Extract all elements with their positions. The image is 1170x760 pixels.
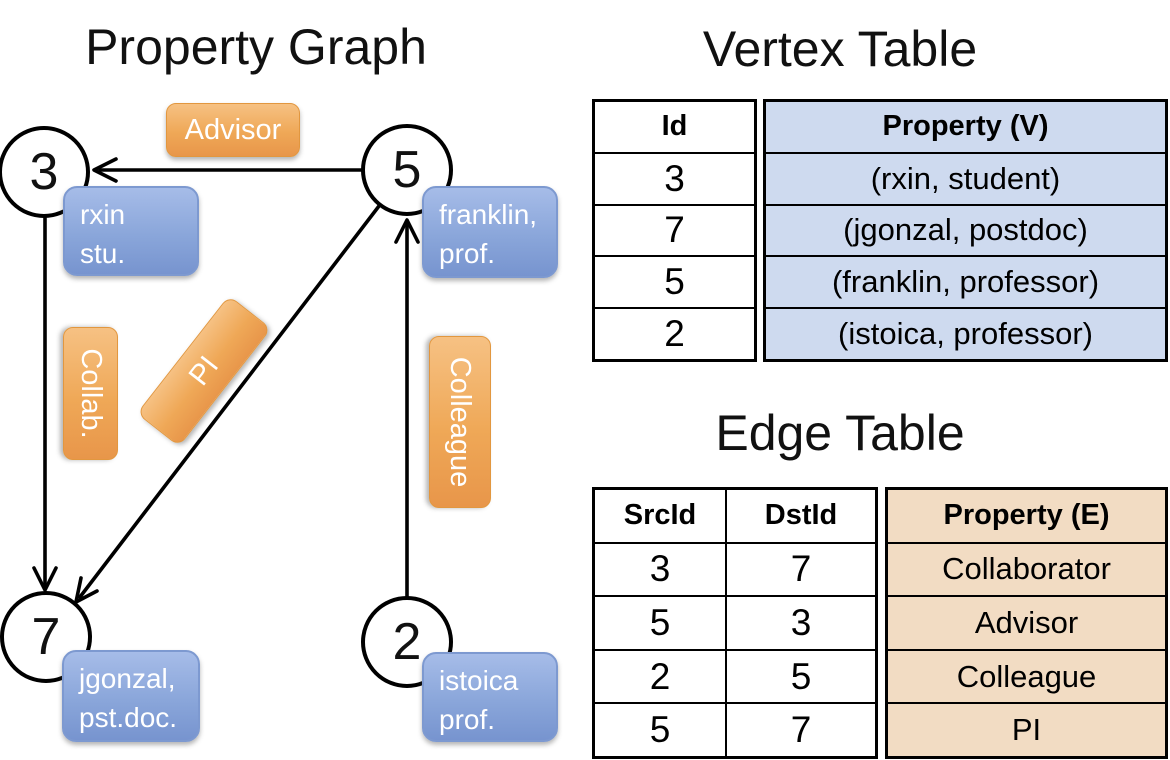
edge-dstid-column: DstId 7 3 5 7	[725, 490, 875, 756]
edge-table-property-column: Property (E) Collaborator Advisor Collea…	[885, 487, 1168, 759]
vertex-attr-box-5: franklin, prof.	[422, 186, 558, 278]
vertex-attr-line1: istoica	[439, 665, 519, 696]
vertex-attr-line2: prof.	[439, 703, 496, 735]
edge-label-collab: Collab.	[63, 327, 118, 460]
edge-srcid-cell: 5	[595, 595, 725, 649]
edge-3-7	[32, 216, 58, 592]
vertex-property-header: Property (V)	[882, 110, 1049, 143]
edge-srcid-cell: 2	[595, 648, 725, 703]
edge-dstid-header: DstId	[764, 499, 838, 532]
edge-property-cell: Collaborator	[888, 541, 1165, 596]
edge-dstid-cell: 7	[727, 702, 875, 756]
vertex-attr-box-2: istoica prof.	[422, 652, 558, 742]
node-id-label: 3	[29, 143, 59, 201]
vertex-id-cell: 5	[595, 255, 754, 307]
edge-srcid-cell: 5	[595, 702, 725, 756]
node-id-label: 5	[392, 141, 422, 199]
edge-table-title: Edge Table	[715, 405, 965, 461]
edge-property-cell: PI	[888, 702, 1165, 756]
vertex-attr-box-7: jgonzal, pst.doc.	[62, 650, 200, 742]
edge-2-5	[394, 218, 420, 599]
vertex-attr-box-3: rxin stu.	[63, 186, 199, 276]
vertex-property-cell: (istoica, professor)	[766, 307, 1165, 359]
edge-5-3	[92, 157, 363, 183]
node-id-label: 2	[392, 613, 422, 671]
vertex-property-cell: (jgonzal, postdoc)	[766, 203, 1165, 256]
edge-dstid-cell: 3	[727, 595, 875, 649]
vertex-attr-line2: stu.	[80, 237, 126, 269]
vertex-id-cell: 3	[595, 151, 754, 204]
graph-edges-canvas	[32, 157, 420, 604]
vertex-table-title: Vertex Table	[702, 21, 978, 77]
edge-srcid-column: SrcId 3 5 2 5	[595, 490, 725, 756]
edge-dstid-cell: 5	[727, 648, 875, 703]
graph-title: Property Graph	[85, 19, 427, 75]
vertex-table-property-column: Property (V) (rxin, student) (jgonzal, p…	[763, 99, 1168, 362]
edge-property-cell: Advisor	[888, 595, 1165, 649]
vertex-attr-line2: pst.doc.	[79, 701, 178, 733]
node-id-label: 7	[31, 608, 61, 666]
vertex-attr-line1: rxin	[80, 199, 126, 230]
edge-srcid-header: SrcId	[623, 499, 697, 532]
vertex-id-cell: 2	[595, 307, 754, 359]
edge-table-id-columns: SrcId 3 5 2 5 DstId 7 3 5 7	[592, 487, 878, 759]
edge-property-header: Property (E)	[943, 499, 1110, 532]
graph-node-2: 2	[361, 596, 453, 688]
edge-srcid-cell: 3	[595, 541, 725, 596]
vertex-property-cell: (franklin, professor)	[766, 255, 1165, 307]
vertex-id-cell: 7	[595, 203, 754, 256]
edge-label-advisor: Advisor	[166, 103, 300, 157]
edge-dstid-cell: 7	[727, 541, 875, 596]
vertex-id-header: Id	[661, 110, 688, 143]
edge-property-cell: Colleague	[888, 648, 1165, 703]
vertex-table-id-column: Id 3 7 5 2	[592, 99, 757, 362]
vertex-attr-line2: prof.	[439, 237, 496, 269]
vertex-attr-line1: franklin,	[439, 199, 538, 230]
edge-label-colleague: Colleague	[429, 336, 491, 508]
vertex-property-cell: (rxin, student)	[766, 151, 1165, 204]
vertex-attr-line1: jgonzal,	[79, 663, 176, 694]
